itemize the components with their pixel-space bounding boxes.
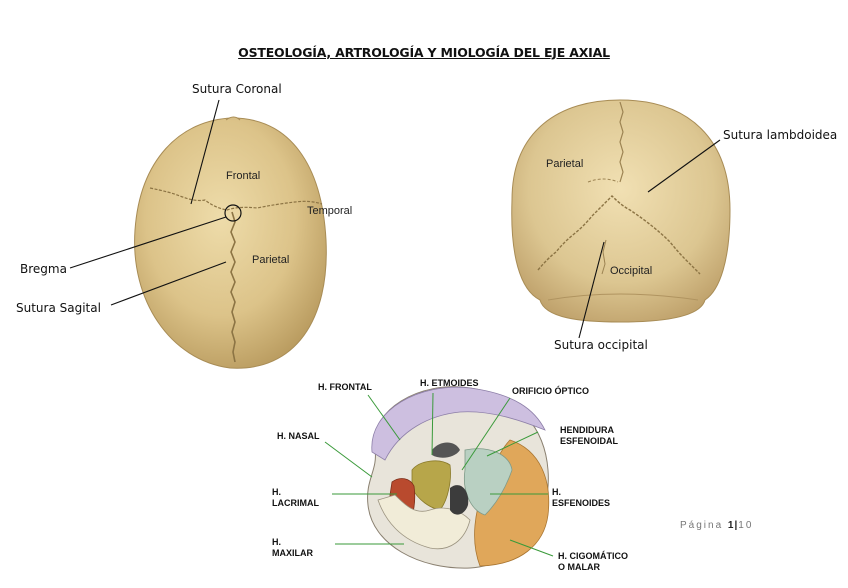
label-hendidura-esfenoidal: HENDIDURA ESFENOIDAL bbox=[560, 425, 618, 447]
footer-page-number: 1 bbox=[727, 520, 735, 531]
footer-label: Página bbox=[680, 520, 724, 531]
label-h-esfenoides-line2: ESFENOIDES bbox=[552, 498, 611, 508]
footer-total-pages: 10 bbox=[738, 520, 754, 531]
label-orificio-optico: ORIFICIO ÓPTICO bbox=[512, 386, 590, 396]
label-h-cigomatico-line2: O MALAR bbox=[558, 562, 600, 572]
label-h-esfenoides-line1: H. bbox=[552, 487, 561, 497]
page-title: OSTEOLOGÍA, ARTROLOGÍA Y MIOLOGÍA DEL EJ… bbox=[238, 45, 610, 60]
label-occipital: Occipital bbox=[610, 265, 653, 277]
label-h-etmoides: H. ETMOIDES bbox=[420, 378, 479, 388]
label-sutura-lambdoidea: Sutura lambdoidea bbox=[723, 128, 838, 142]
page-footer: Página 1|10 bbox=[680, 520, 753, 531]
label-h-maxilar-line2: MAXILAR bbox=[272, 548, 313, 558]
skull-back-view bbox=[511, 99, 731, 339]
label-h-esfenoides: H. ESFENOIDES bbox=[552, 487, 610, 509]
label-h-lacrimal: H. LACRIMAL bbox=[272, 487, 319, 509]
label-temporal: Temporal bbox=[307, 205, 353, 217]
label-h-nasal: H. NASAL bbox=[277, 431, 320, 441]
label-h-lacrimal-line2: LACRIMAL bbox=[272, 498, 319, 508]
footer-separator: | bbox=[734, 520, 739, 531]
label-h-cigomatico: H. CIGOMÁTICO O MALAR bbox=[558, 551, 628, 573]
label-hendidura-line2: ESFENOIDAL bbox=[560, 436, 619, 446]
label-bregma: Bregma bbox=[20, 262, 67, 276]
label-h-cigomatico-line1: H. CIGOMÁTICO bbox=[558, 551, 628, 561]
label-h-frontal: H. FRONTAL bbox=[318, 382, 372, 392]
label-parietal-top: Parietal bbox=[252, 254, 290, 266]
orbit-illustration bbox=[324, 386, 554, 569]
label-parietal-back: Parietal bbox=[546, 158, 584, 170]
label-h-lacrimal-line1: H. bbox=[272, 487, 281, 497]
label-sutura-occipital: Sutura occipital bbox=[554, 338, 648, 352]
skull-top-view bbox=[69, 99, 327, 369]
label-h-maxilar-line1: H. bbox=[272, 537, 281, 547]
label-h-maxilar: H. MAXILAR bbox=[272, 537, 313, 559]
label-frontal: Frontal bbox=[226, 170, 261, 182]
label-sutura-coronal: Sutura Coronal bbox=[192, 82, 282, 96]
label-sutura-sagital: Sutura Sagital bbox=[16, 301, 101, 315]
label-hendidura-line1: HENDIDURA bbox=[560, 425, 614, 435]
